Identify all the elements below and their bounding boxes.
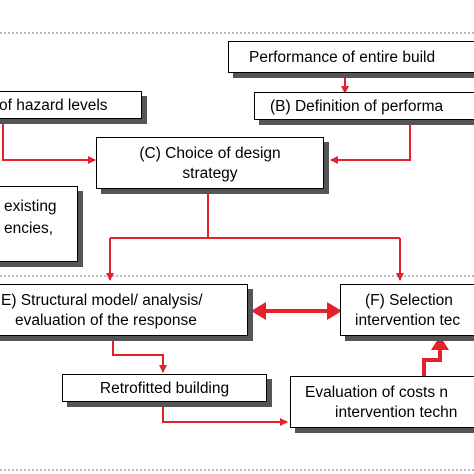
selection-text-2: intervention tec — [355, 312, 461, 329]
structural-model-box: E) Structural model/ analysis/ evaluatio… — [0, 284, 248, 336]
choice-design-text-2: strategy — [182, 165, 238, 182]
evaluation-costs-text-2: intervention techn — [335, 404, 458, 421]
arrow-retrofitted-to-evaluation — [162, 402, 288, 426]
hazard-levels-text: of hazard levels — [0, 97, 108, 114]
existing-box: existing encies, — [0, 186, 78, 262]
retrofitted-text: Retrofitted building — [99, 380, 230, 397]
performance-entire-text: Performance of entire build — [249, 49, 436, 66]
double-arrow-right-head — [327, 302, 342, 320]
arrow-definition-to-choice — [330, 119, 411, 164]
double-arrow-evaluation-selection — [422, 348, 442, 377]
choice-design-box: (C) Choice of design strategy — [96, 137, 324, 189]
evaluation-costs-box: Evaluation of costs n intervention techn — [290, 376, 474, 428]
double-arrow-up-head — [431, 336, 449, 350]
arrow-structural-to-retrofitted — [112, 337, 167, 373]
definition-performance-text: (B) Definition of performa — [270, 98, 444, 115]
hazard-levels-box: of hazard levels — [0, 91, 142, 119]
retrofitted-box: Retrofitted building — [62, 374, 267, 402]
selection-box: (F) Selection intervention tec — [340, 284, 474, 336]
double-arrow-left-head — [251, 302, 266, 320]
structural-model-text-1: E) Structural model/ analysis/ — [1, 292, 203, 309]
selection-text-1: (F) Selection — [365, 292, 453, 309]
definition-performance-box: (B) Definition of performa — [254, 92, 474, 120]
evaluation-costs-text-1: Evaluation of costs n — [305, 384, 449, 401]
structural-model-text-2: evaluation of the response — [15, 312, 197, 329]
choice-design-text-1: (C) Choice of design — [139, 145, 281, 162]
arrow-hazard-to-choice — [2, 117, 96, 164]
existing-text-1: existing — [4, 198, 57, 215]
performance-entire-box: Performance of entire build — [228, 41, 474, 73]
existing-text-2: encies, — [4, 220, 54, 237]
